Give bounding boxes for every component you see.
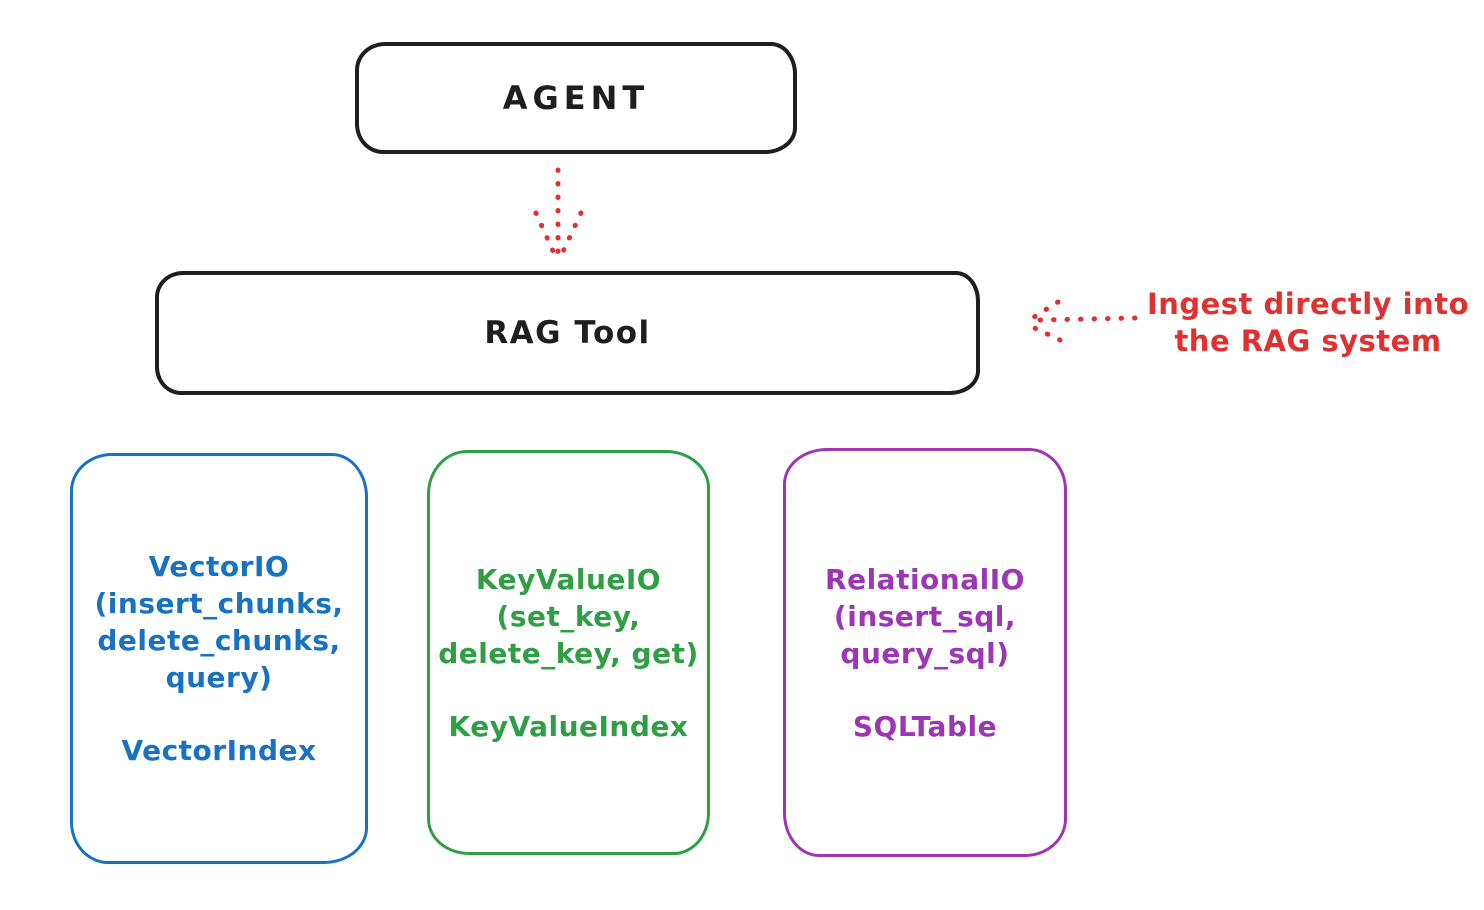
vector-index-label: VectorIndex [121,734,317,767]
agent-box-label: AGENT [502,79,650,117]
sql-table-label: SQLTable [852,709,998,743]
ingest-annotation-line2: the RAG system [1174,324,1442,358]
agent-box: AGENT [355,42,797,154]
keyvalue-index-label: KeyValueIndex [448,709,689,743]
keyvalue-io-box: KeyValueIO (set_key, delete_key, get) Ke… [427,450,710,855]
ingest-annotation-line1: Ingest directly into [1146,287,1470,321]
ingest-annotation: Ingest directly into the RAG system [1140,286,1476,360]
rag-tool-box-label: RAG Tool [484,315,651,351]
vector-io-title: VectorIO (insert_chunks, delete_chunks, … [94,550,344,694]
relational-io-title: RelationalIO (insert_sql, query_sql) [825,562,1025,670]
vector-io-box: VectorIO (insert_chunks, delete_chunks, … [70,453,368,864]
annotation-to-rag-arrow [1023,299,1138,343]
keyvalue-io-title: KeyValueIO (set_key, delete_key, get) [438,562,699,670]
agent-to-rag-arrow [533,167,584,263]
relational-io-box: RelationalIO (insert_sql, query_sql) SQL… [783,448,1067,857]
rag-tool-box: RAG Tool [155,271,980,395]
